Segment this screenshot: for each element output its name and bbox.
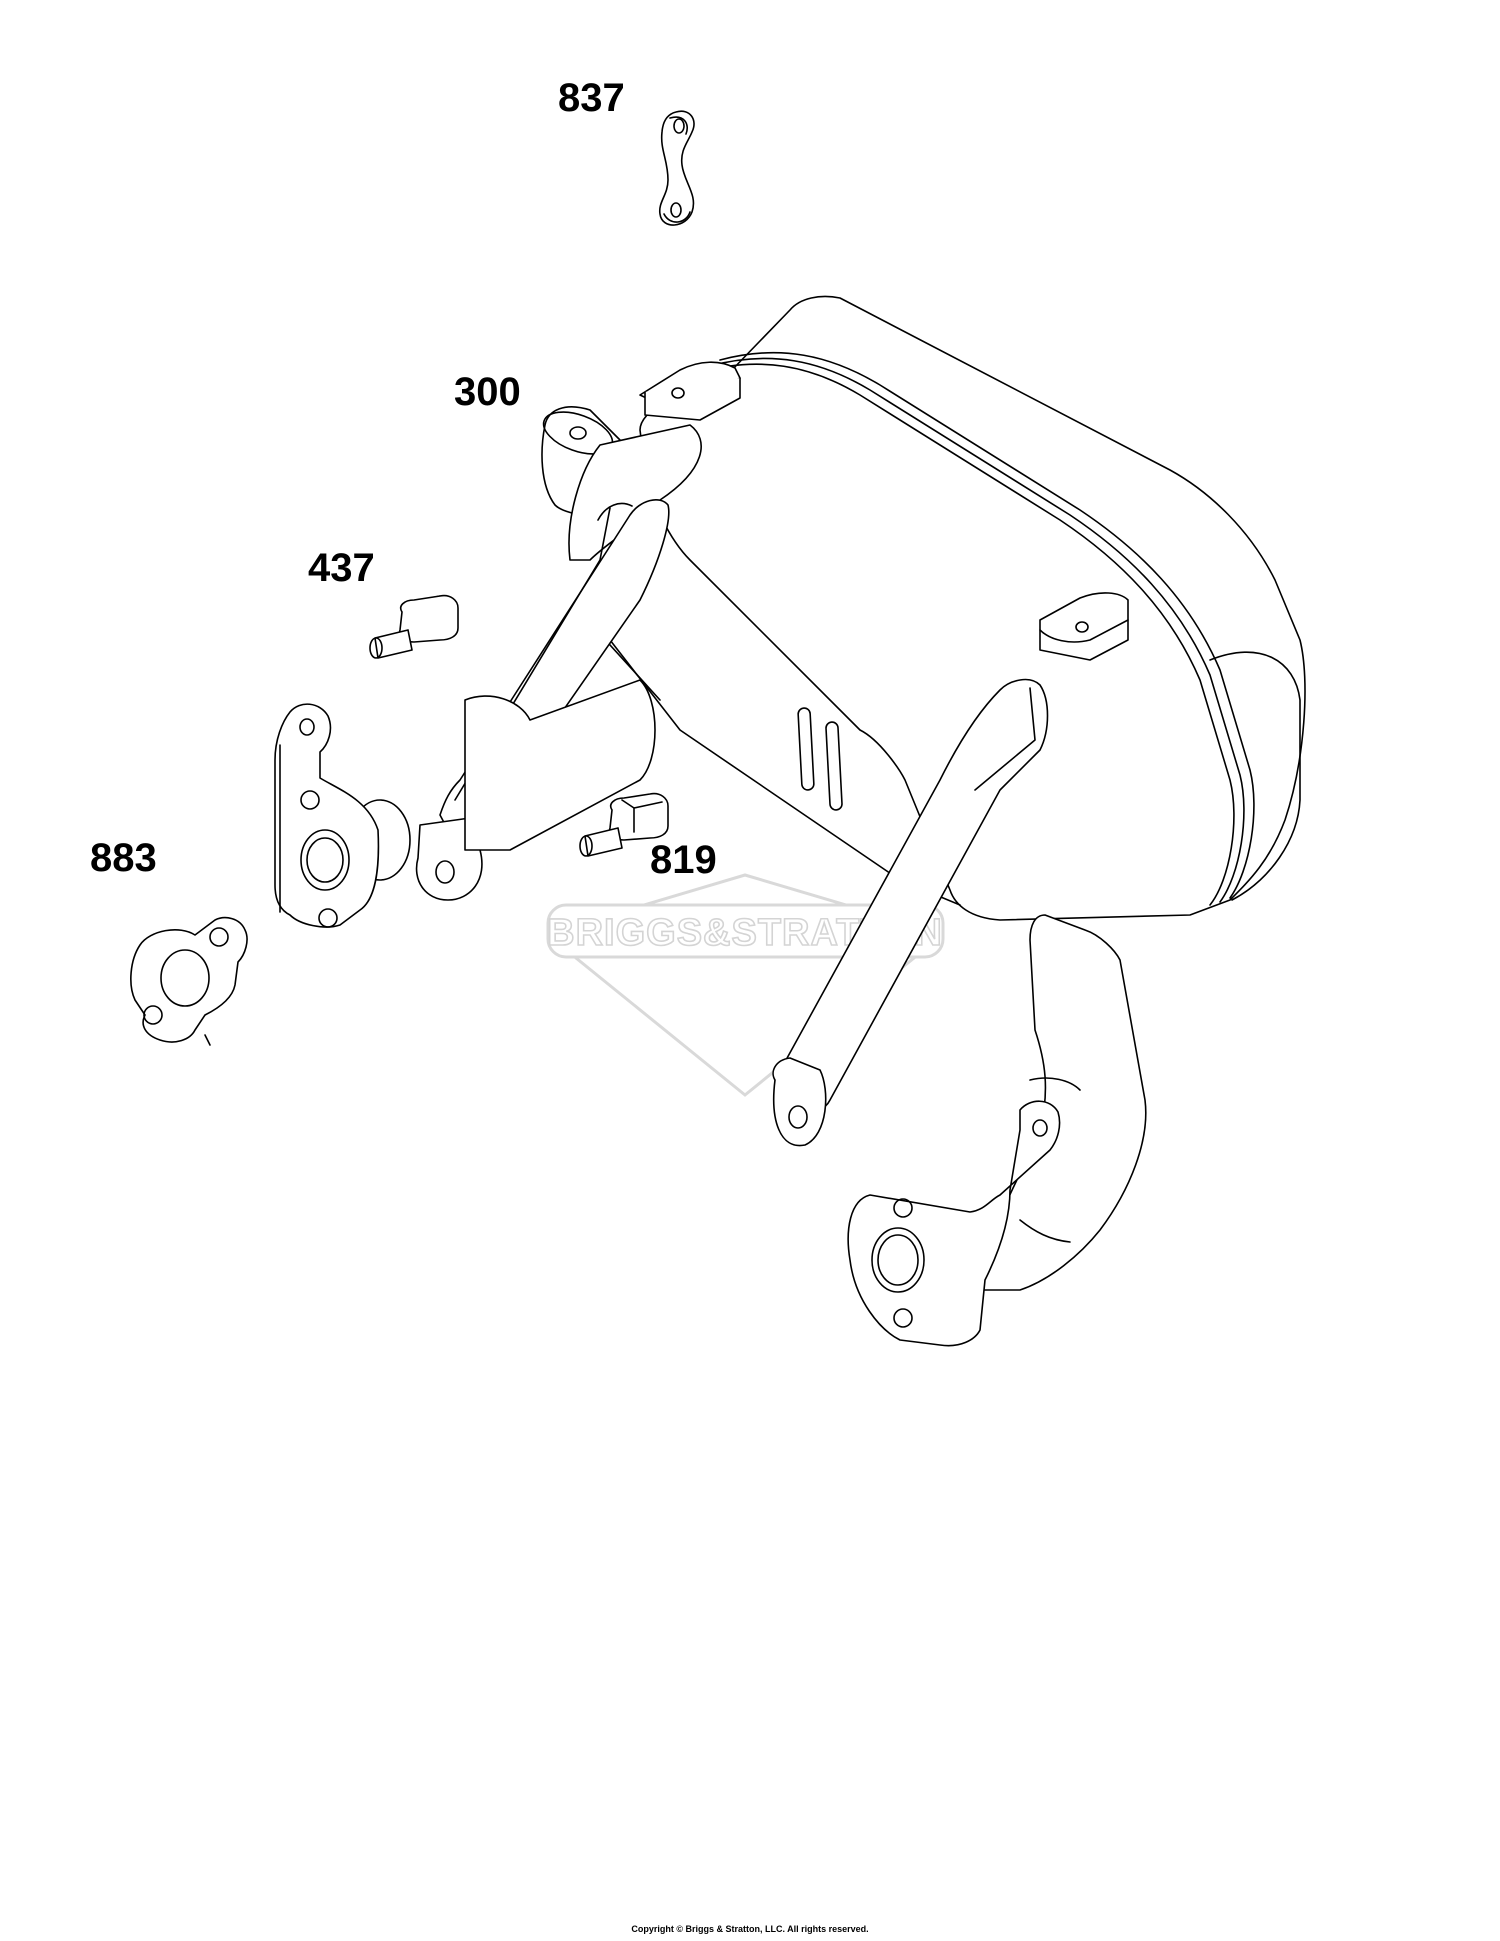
part-819-screw [579,792,669,857]
part-label-819[interactable]: 819 [650,838,717,882]
part-837-strap [658,110,695,226]
part-437-screw [369,594,459,659]
part-label-300[interactable]: 300 [454,370,521,414]
part-label-883[interactable]: 883 [90,836,157,880]
part-label-837[interactable]: 837 [558,76,625,120]
part-300-muffler [274,295,1306,1347]
part-label-437[interactable]: 437 [308,546,375,590]
copyright-notice: Copyright © Briggs & Stratton, LLC. All … [631,1924,869,1934]
part-883-gasket [130,916,248,1046]
